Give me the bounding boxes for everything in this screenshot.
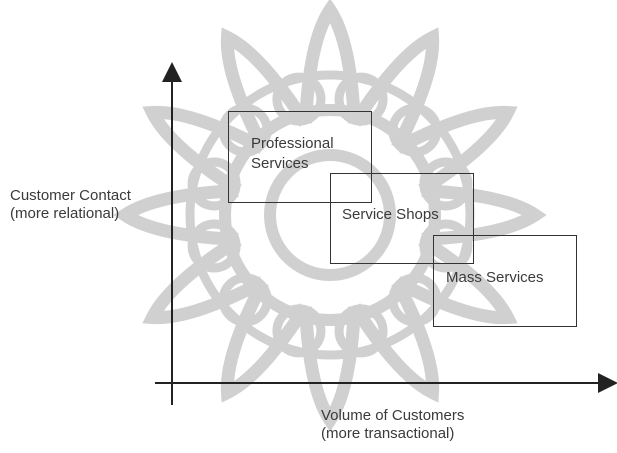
watermark-loop [272,304,326,358]
y-axis-label: Customer Contact (more relational) [10,187,131,223]
watermark-loop [419,157,473,211]
x-axis-label-line2: (more transactional) [321,425,455,442]
label-service-shops: Service Shops [342,206,439,223]
box-professional-services [228,111,372,203]
watermark-ring [264,149,396,281]
watermark-loop [334,72,388,126]
watermark-loop [218,103,272,157]
y-axis-label-line2: (more relational) [10,205,120,222]
watermark-ring [185,70,475,360]
y-axis-label-line1: Customer Contact [10,187,131,204]
watermark-loop [419,219,473,273]
label-professional-services: Professional Services [251,135,334,172]
watermark-ring [219,104,441,326]
watermark-loop [334,304,388,358]
box-service-shops [330,173,474,264]
watermark-loop [218,273,272,327]
watermark-loop [388,103,442,157]
watermark-loop [187,157,241,211]
watermark-loop [388,273,442,327]
x-axis-label-line1: Volume of Customers [321,407,465,424]
label-mass-services: Mass Services [446,269,544,286]
watermark-loop [272,72,326,126]
watermark-loop [187,219,241,273]
x-axis-label: Volume of Customers (more transactional) [321,407,464,443]
box-mass-services [433,235,577,327]
